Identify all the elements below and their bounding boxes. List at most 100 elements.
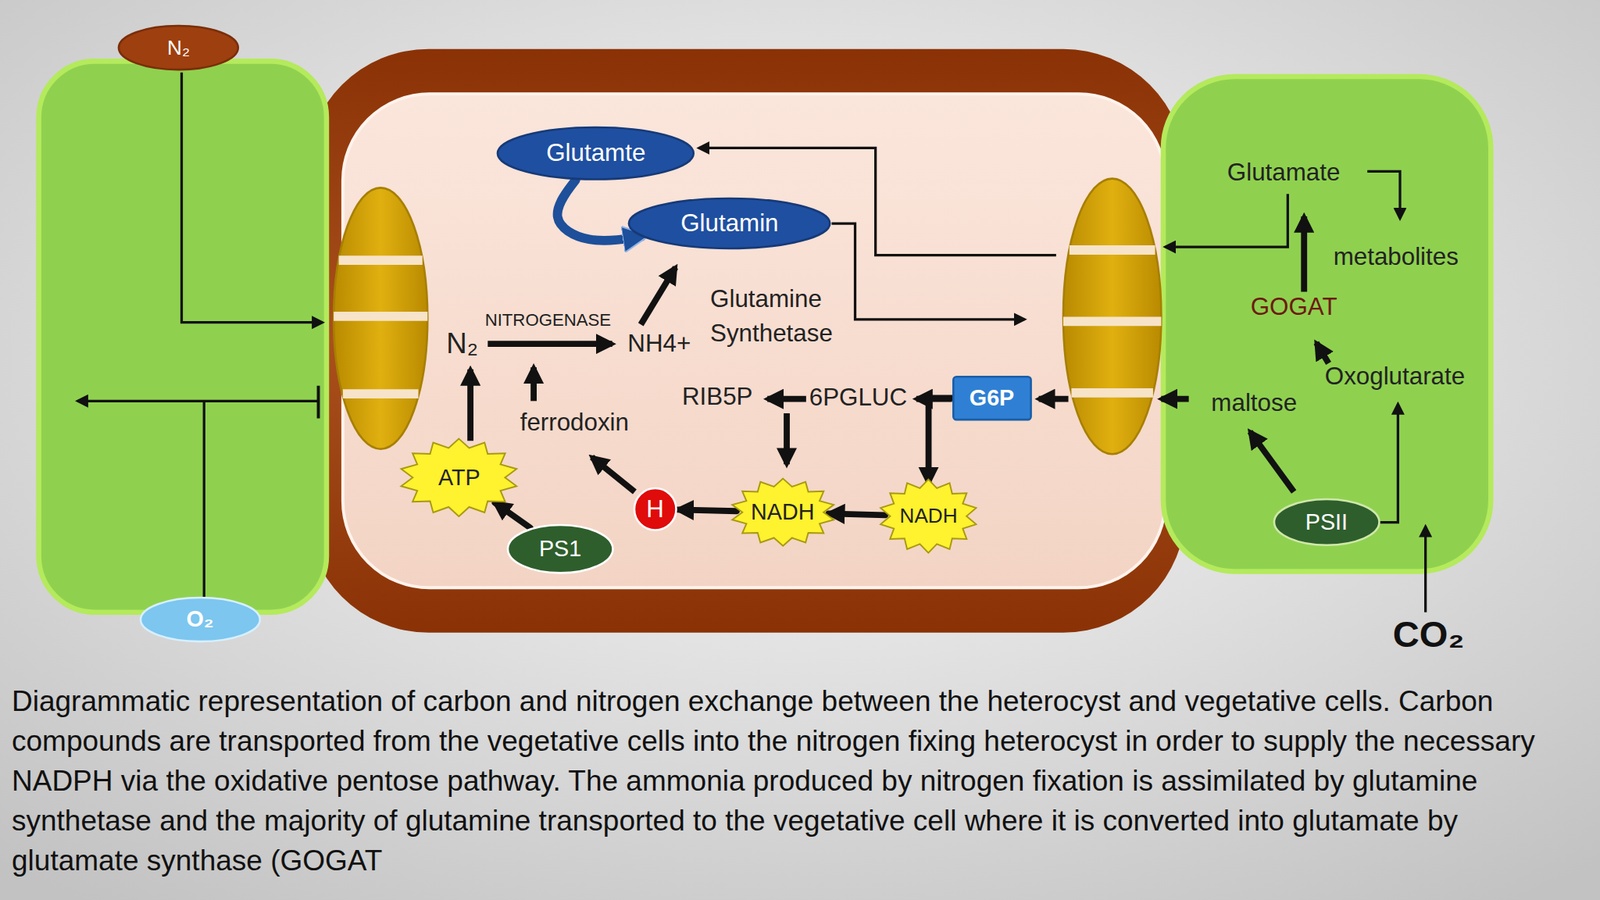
- node-text-holder: ATP: [397, 436, 521, 518]
- pore-stripe: [339, 255, 423, 265]
- heterocyst-wall: [306, 49, 1186, 633]
- pore-stripe: [1063, 317, 1161, 327]
- gas-oval-shape: [140, 597, 261, 642]
- molecule-label: metabolites: [1333, 239, 1459, 275]
- flow-line: [77, 400, 318, 403]
- conversion-arrow: [557, 179, 642, 241]
- reaction-arrow: [783, 413, 790, 465]
- energy-star: NADH: [728, 476, 837, 548]
- gas-oval-shape: [118, 25, 239, 70]
- metabolite-ellipse-shape: [628, 198, 830, 249]
- metabolite-ellipse: Glutamin: [627, 196, 832, 250]
- gas-oval: N₂: [117, 24, 240, 72]
- node-text: NADH: [900, 503, 958, 529]
- energy-star: ATP: [397, 436, 521, 518]
- energy-star-shape: [732, 478, 834, 547]
- node-text-holder: O₂: [139, 596, 262, 643]
- node-text-holder: Glutamte: [496, 125, 696, 182]
- reaction-arrow: [1316, 342, 1329, 364]
- node-text: O₂: [185, 606, 214, 633]
- reaction-arrow: [767, 396, 807, 403]
- reaction-arrow: [916, 396, 953, 403]
- block-bar: [317, 385, 321, 419]
- gas-oval: O₂: [139, 596, 262, 643]
- reaction-arrow: [677, 509, 737, 511]
- reaction-arrow: [1250, 431, 1294, 492]
- node-text: Glutamte: [546, 139, 646, 168]
- node-text-holder: N₂: [117, 24, 240, 72]
- enzyme-label: NITROGENASE: [485, 308, 612, 333]
- flow-line: [1424, 526, 1427, 613]
- molecule-label: 6PGLUC: [809, 380, 908, 415]
- node-text: NADH: [750, 499, 815, 525]
- metabolite-ellipse: Glutamte: [496, 125, 696, 182]
- node-text-holder: PS1: [506, 523, 615, 575]
- photosystem-ellipse-shape: [1274, 499, 1380, 546]
- node-text-holder: PSII: [1272, 497, 1381, 547]
- reaction-arrow: [928, 397, 953, 483]
- molecule-label: RIB5P: [682, 379, 754, 415]
- enzyme-label: Glutamine Synthetase: [710, 282, 864, 351]
- vegetative-cell: [39, 60, 327, 612]
- molecule-label: ferrodoxin: [520, 405, 629, 440]
- flow-line: [181, 72, 322, 323]
- reaction-arrow: [530, 367, 537, 401]
- node-text-holder: NADH: [728, 476, 837, 548]
- photosystem-ellipse: PS1: [506, 523, 615, 575]
- node-text: Glutamin: [680, 209, 779, 238]
- flow-line: [1379, 403, 1399, 523]
- photosystem-ellipse: PSII: [1272, 497, 1381, 547]
- molecule-label: Oxoglutarate: [1325, 359, 1465, 394]
- node-text: G6P: [969, 385, 1015, 411]
- septal-pore: [1063, 178, 1161, 455]
- node-text: N₂: [167, 35, 190, 61]
- metabolite-box: G6P: [952, 375, 1033, 421]
- molecule-label: N₂: [446, 324, 479, 365]
- node-text-holder: H: [632, 486, 678, 532]
- molecule-label: NH4+: [627, 326, 691, 361]
- pore-stripe: [1069, 245, 1156, 255]
- flow-line: [1165, 193, 1289, 247]
- reaction-arrow: [592, 457, 636, 492]
- node-text: ATP: [438, 464, 481, 491]
- reaction-arrow: [487, 340, 612, 347]
- node-text: PSII: [1305, 509, 1348, 536]
- metabolite-box-shape: [953, 376, 1031, 420]
- energy-star-shape: [401, 439, 518, 517]
- node-text: PS1: [539, 535, 582, 562]
- node-text: H: [646, 495, 665, 524]
- node-text-holder: NADH: [877, 477, 980, 555]
- energy-star: NADH: [877, 477, 980, 555]
- vegetative-cell: [1163, 76, 1491, 572]
- flow-line: [1367, 171, 1400, 218]
- reaction-arrow: [828, 513, 886, 515]
- pore-stripe: [333, 311, 428, 322]
- flow-line: [203, 400, 206, 597]
- reaction-arrow: [1300, 216, 1308, 293]
- energy-star-shape: [880, 479, 976, 554]
- connectors: [494, 179, 952, 528]
- molecule-label: Glutamate: [1227, 155, 1341, 190]
- figure-caption: Diagrammatic representation of carbon an…: [11, 681, 1563, 881]
- septal-pore: [333, 187, 428, 449]
- heterocyst-interior: [342, 93, 1166, 588]
- node-text-holder: G6P: [952, 375, 1033, 421]
- reaction-arrow: [640, 267, 675, 325]
- gas-label: CO₂: [1392, 609, 1465, 661]
- photosystem-ellipse-shape: [507, 525, 614, 573]
- reaction-arrow: [1039, 396, 1069, 403]
- pore-stripe: [1071, 388, 1153, 398]
- metabolite-ellipse-shape: [497, 127, 694, 180]
- enzyme-label: GOGAT: [1250, 289, 1338, 325]
- flow-line: [831, 223, 1025, 320]
- hydrogen-circle-shape: [634, 488, 677, 531]
- hydrogen-circle: H: [632, 486, 678, 532]
- pore-stripe: [342, 389, 419, 399]
- reaction-arrow: [494, 503, 530, 529]
- molecule-label: maltose: [1210, 385, 1297, 421]
- reaction-arrow: [1160, 396, 1189, 403]
- node-text-holder: Glutamin: [627, 196, 832, 250]
- reaction-arrow: [467, 369, 474, 441]
